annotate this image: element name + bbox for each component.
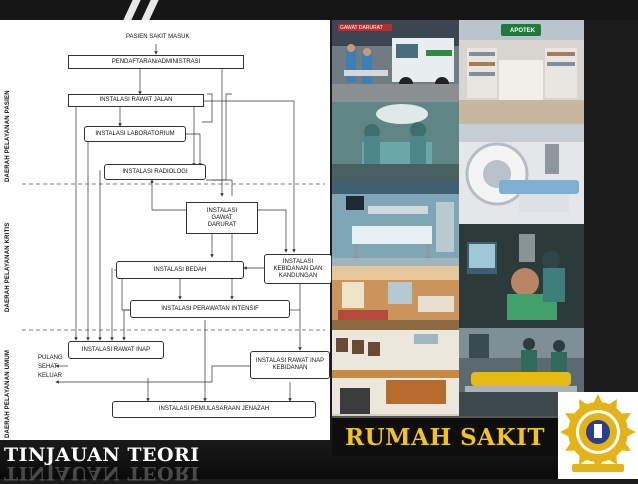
rumah-sakit-text: RUMAH SAKIT [344,423,546,451]
icu-room-photo [332,182,459,266]
mri-scanner-photo [459,124,584,224]
node-kebidanan: INSTALASI KEBIDANAN DAN KANDUNGAN [264,254,332,284]
university-emblem-icon [560,394,636,472]
hospital-flowchart: DAERAH PELAYANAN PASIEN DAERAH PELAYANAN… [0,20,332,440]
university-logo [558,392,638,479]
rumah-sakit-banner: RUMAH SAKIT [332,416,558,456]
top-stripe-decoration [123,0,141,20]
exit-label: PULANG SEHAT KELUAR [38,355,63,379]
top-stripe-decoration [141,0,159,20]
footer-title: TINJAUAN TEORI [4,444,200,466]
operating-room-photo [332,102,459,182]
pharmacy-photo [459,20,584,124]
node-pemulasaraan: INSTALASI PEMULASARAAN JENAZAH [112,401,316,418]
node-radiologi: INSTALASI RADIOLOGI [104,164,206,180]
flowchart-connectors [22,44,325,402]
node-rawat-jalan: INSTALASI RAWAT JALAN [68,94,204,107]
ambulance-photo [332,20,459,102]
pharmacy-sign: APOTEK [510,28,536,34]
area-label-kritis: DAERAH PELAYANAN KRITIS [5,222,11,312]
node-rawat-inap: INSTALASI RAWAT INAP [68,341,164,359]
area-label-pasien: DAERAH PELAYANAN PASIEN [5,90,11,182]
photo-collage: GAWAT DARURAT APOTEK [332,20,584,440]
area-label-umum: DAERAH PELAYANAN UMUM [5,349,11,438]
node-rawat-inap-kebidanan: INSTALASI RAWAT INAP KEBIDANAN [250,351,330,379]
top-bar [0,0,638,20]
waiting-lounge-photo [332,330,459,426]
start-label: PASIEN SAKIT MASUK [126,34,190,40]
surgery-team-photo [459,224,584,328]
node-bedah: INSTALASI BEDAH [116,261,244,279]
ambulance-sign: GAWAT DARURAT [340,25,383,31]
node-perawatan-intensif: INSTALASI PERAWATAN INTENSIF [130,300,290,318]
node-laboratorium: INSTALASI LABORATORIUM [84,126,186,142]
footer-title-reflection: TINJAUAN TEORI [4,462,200,484]
node-gawat-darurat: INSTALASI GAWAT DARURAT [186,202,258,234]
node-pendaftaran: PENDAFTARAN/ADMINISTRASI [68,55,244,69]
inpatient-room-photo [332,266,459,330]
